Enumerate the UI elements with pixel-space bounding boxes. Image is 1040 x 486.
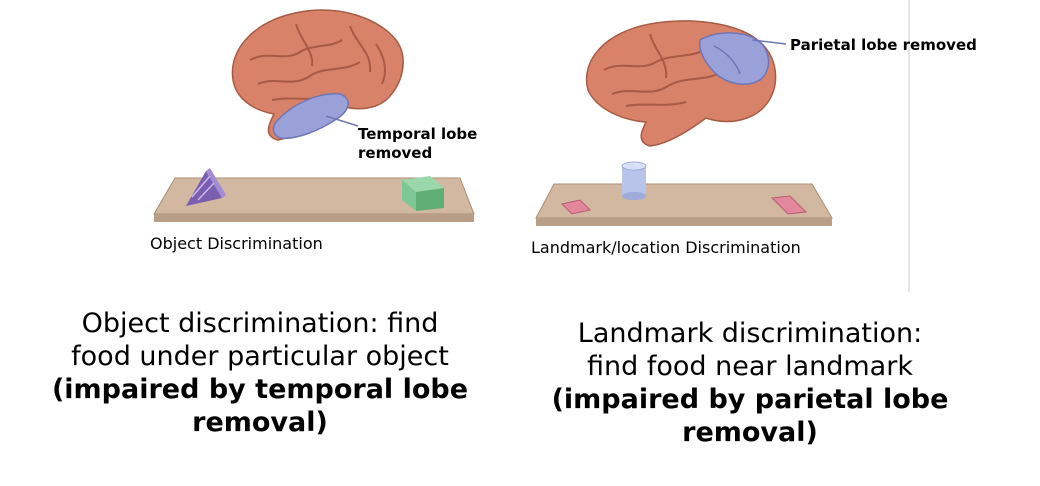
brain-temporal-lesion bbox=[231, 9, 404, 141]
divider-line bbox=[908, 0, 910, 292]
cylinder-landmark bbox=[621, 161, 647, 200]
right-caption-line2: find food near landmark bbox=[587, 350, 913, 382]
right-caption-bold: (impaired by parietal lobe removal) bbox=[551, 383, 949, 448]
left-caption-bold: (impaired by temporal lobe removal) bbox=[51, 373, 469, 438]
right-marker bbox=[770, 195, 808, 215]
cube-object bbox=[402, 176, 444, 211]
illustration bbox=[153, 9, 833, 226]
landmark-discrimination-label: Landmark/location Discrimination bbox=[531, 238, 801, 257]
brain-parietal-lesion bbox=[585, 20, 787, 147]
left-marker bbox=[561, 199, 591, 215]
left-caption-line1: Object discrimination: find bbox=[81, 308, 439, 339]
left-board bbox=[153, 177, 475, 222]
right-caption-line1: Landmark discrimination: bbox=[577, 318, 923, 349]
temporal-label-line1: Temporal lobe bbox=[358, 125, 478, 143]
object-discrimination-label: Object Discrimination bbox=[150, 234, 323, 253]
right-caption: Landmark discrimination: find food near … bbox=[525, 318, 975, 450]
right-board bbox=[535, 183, 833, 226]
parietal-lobe-label: Parietal lobe removed bbox=[790, 36, 977, 54]
left-caption: Object discrimination: find food under p… bbox=[20, 308, 500, 440]
left-caption-line2: food under particular object bbox=[71, 340, 449, 372]
triangular-prism-object bbox=[186, 168, 226, 206]
temporal-lobe-label: Temporal lobe removed bbox=[358, 125, 477, 163]
temporal-label-line2: removed bbox=[358, 143, 433, 162]
